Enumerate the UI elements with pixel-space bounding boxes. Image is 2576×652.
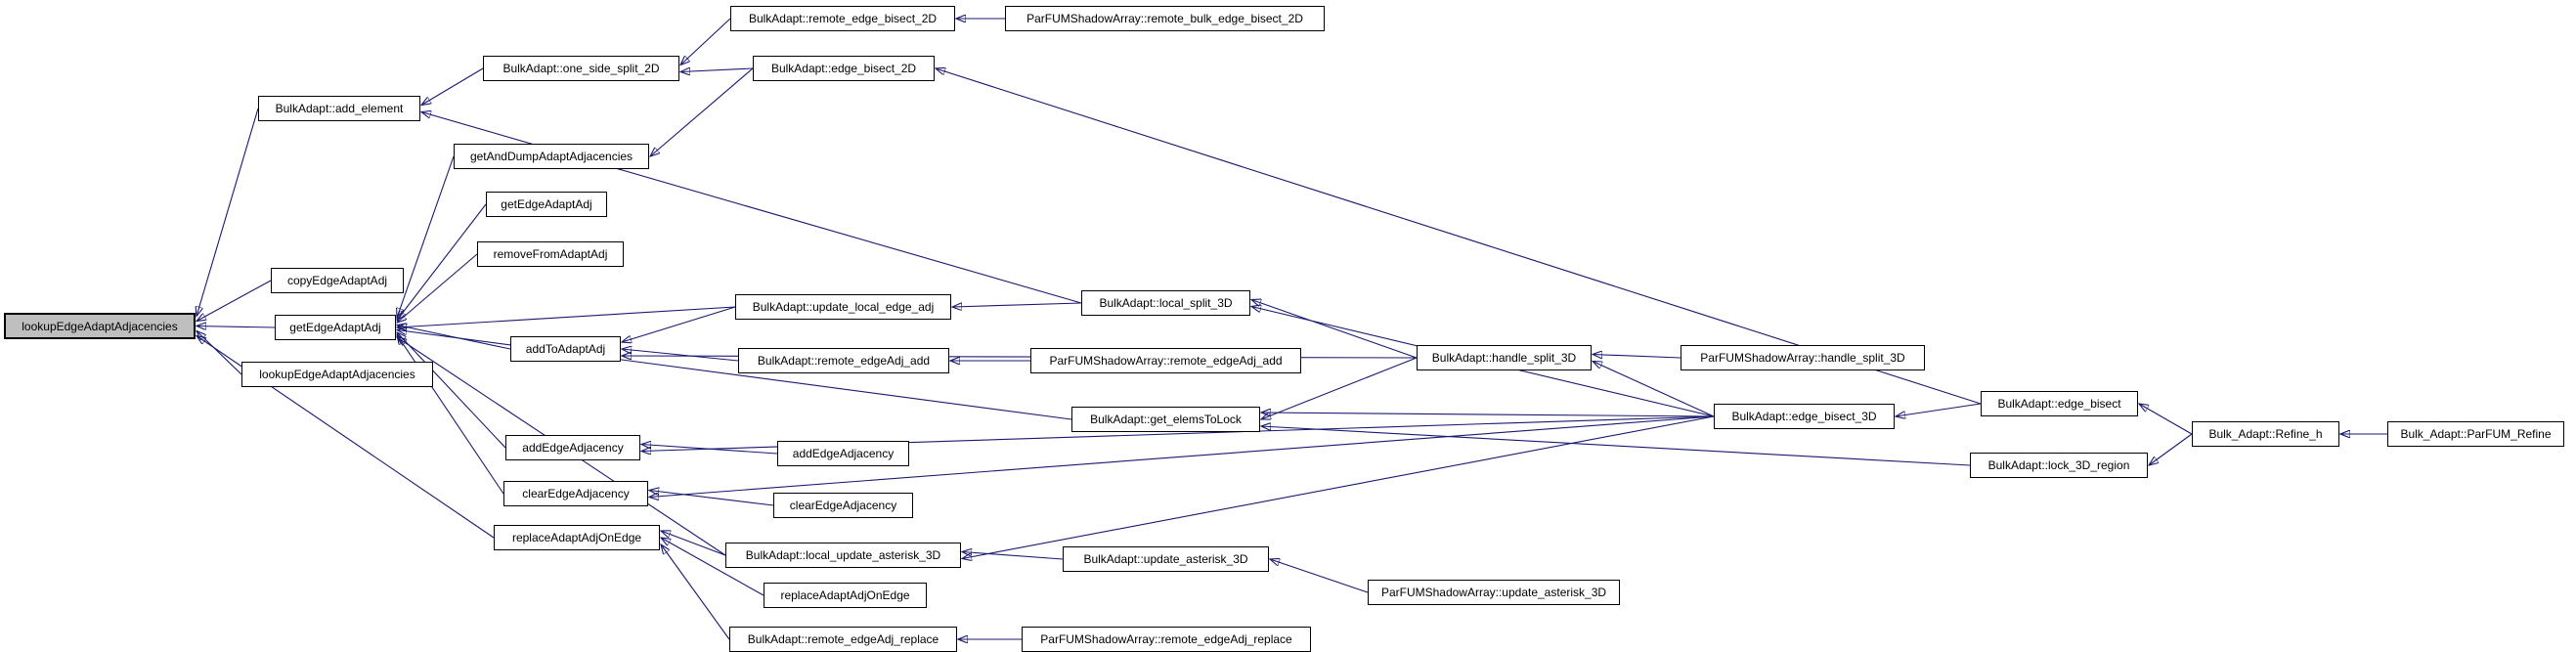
graph-node-edge_bisect[interactable]: BulkAdapt::edge_bisect <box>1981 391 2138 416</box>
graph-node-remote_eb2d[interactable]: BulkAdapt::remote_edge_bisect_2D <box>730 6 955 31</box>
graph-node-remote_edgeadj_replace[interactable]: BulkAdapt::remote_edgeAdj_replace <box>729 627 957 652</box>
call-edge-clear_edge_adjacency--get_edge_adapt_adj <box>397 335 504 495</box>
call-edge-lookup_edge_adapt_adjacencies_2--lookup_main <box>196 331 242 375</box>
graph-node-lookup_main: lookupEdgeAdaptAdjacencies <box>4 313 196 339</box>
graph-node-parfum_remote_edgeadj_add[interactable]: ParFUMShadowArray::remote_edgeAdj_add <box>1030 348 1301 373</box>
call-edge-replace_adapt_adj_on_edge--lookup_main <box>196 336 495 539</box>
call-edge-refine_h--edge_bisect <box>2139 404 2193 435</box>
graph-node-get_edge_adapt_adj[interactable]: getEdgeAdaptAdj <box>275 315 396 340</box>
graph-node-parfum_refine[interactable]: Bulk_Adapt::ParFUM_Refine <box>2387 421 2564 447</box>
call-edge-edge_bisect_2d--get_and_dump <box>650 67 754 156</box>
call-edge-handle_split_3d--local_split_3d <box>1251 300 1418 359</box>
graph-node-remote_bulk_eb2d[interactable]: ParFUMShadowArray::remote_bulk_edge_bise… <box>1005 6 1325 31</box>
graph-node-clear_edge_adjacency[interactable]: clearEdgeAdjacency <box>503 481 648 506</box>
call-edge-add_edge_adjacency--get_edge_adapt_adj <box>397 332 506 449</box>
graph-node-clear_edge_adjacency_2[interactable]: clearEdgeAdjacency <box>773 493 913 518</box>
graph-node-add_element[interactable]: BulkAdapt::add_element <box>258 96 420 121</box>
call-edge-update_asterisk_3d--local_update_asterisk_3d <box>962 552 1064 560</box>
call-edge-one_side_split_2d--add_element <box>421 67 484 106</box>
call-edge-edge_bisect--edge_bisect_3d <box>1896 403 1982 416</box>
graph-node-copy_edge_adapt_adj[interactable]: copyEdgeAdaptAdj <box>271 268 404 293</box>
graph-node-get_and_dump[interactable]: getAndDumpAdaptAdjacencies <box>454 144 649 169</box>
graph-node-refine_h[interactable]: Bulk_Adapt::Refine_h <box>2192 421 2339 447</box>
call-edge-parfum_update_asterisk_3d--update_asterisk_3d <box>1270 559 1369 593</box>
call-edge-get_and_dump--get_edge_adapt_adj <box>397 155 455 318</box>
call-edge-clear_edge_adjacency_2--clear_edge_adjacency <box>649 491 774 506</box>
graph-node-parfum_remote_edgeadj_replace[interactable]: ParFUMShadowArray::remote_edgeAdj_replac… <box>1022 627 1311 652</box>
call-edge-add_element--lookup_main <box>196 108 259 317</box>
graph-node-remote_edgeadj_add[interactable]: BulkAdapt::remote_edgeAdj_add <box>738 348 949 373</box>
call-edge-replace_adapt_adj_on_edge_2--replace_adapt_adj_on_edge <box>661 538 764 596</box>
call-edge-remote_edgeadj_replace--replace_adapt_adj_on_edge <box>661 544 730 640</box>
graph-node-handle_split_3d[interactable]: BulkAdapt::handle_split_3D <box>1417 345 1592 370</box>
graph-node-parfum_update_asterisk_3d[interactable]: ParFUMShadowArray::update_asterisk_3D <box>1368 580 1620 605</box>
graph-node-update_asterisk_3d[interactable]: BulkAdapt::update_asterisk_3D <box>1063 546 1269 572</box>
graph-node-local_split_3d[interactable]: BulkAdapt::local_split_3D <box>1081 290 1250 316</box>
call-edge-get_edge_adapt_adj_2--get_edge_adapt_adj <box>397 203 487 321</box>
call-edge-remove_from_adapt_adj--get_edge_adapt_adj <box>397 253 478 323</box>
graph-node-replace_adapt_adj_on_edge_2[interactable]: replaceAdaptAdjOnEdge <box>764 583 927 608</box>
call-edge-parfum_handle_split_3d--handle_split_3d <box>1593 355 1681 359</box>
call-edge-edge_bisect_3d--get_elems_to_lock <box>1261 413 1715 417</box>
call-edge-edge_bisect_3d--local_update_asterisk_3d <box>962 415 1715 559</box>
graph-node-lock_3d_region[interactable]: BulkAdapt::lock_3D_region <box>1970 453 2148 478</box>
call-edge-local_update_asterisk_3d--replace_adapt_adj_on_edge <box>661 531 726 556</box>
call-edge-get_edge_adapt_adj--lookup_main <box>196 326 276 328</box>
graph-node-edge_bisect_3d[interactable]: BulkAdapt::edge_bisect_3D <box>1714 404 1895 429</box>
graph-node-get_elems_to_lock[interactable]: BulkAdapt::get_elemsToLock <box>1071 407 1260 432</box>
graph-node-one_side_split_2d[interactable]: BulkAdapt::one_side_split_2D <box>483 56 679 81</box>
call-edge-local_split_3d--add_element <box>421 112 1082 304</box>
graph-node-update_local_edge_adj[interactable]: BulkAdapt::update_local_edge_adj <box>735 294 951 320</box>
call-edge-edge_bisect_3d--clear_edge_adjacency <box>649 415 1715 498</box>
graph-node-lookup_edge_adapt_adjacencies_2[interactable]: lookupEdgeAdaptAdjacencies <box>241 362 433 387</box>
graph-node-add_edge_adjacency_2[interactable]: addEdgeAdjacency <box>777 441 909 466</box>
graph-node-replace_adapt_adj_on_edge[interactable]: replaceAdaptAdjOnEdge <box>494 525 660 550</box>
graph-node-add_edge_adjacency[interactable]: addEdgeAdjacency <box>505 435 640 460</box>
call-edge-update_local_edge_adj--add_to_adapt_adj <box>622 306 736 342</box>
call-edge-handle_split_3d--add_to_adapt_adj <box>622 356 1418 358</box>
call-edge-lock_3d_region--get_elems_to_lock <box>1261 426 1971 466</box>
graph-node-add_to_adapt_adj[interactable]: addToAdaptAdj <box>510 336 621 362</box>
graph-node-local_update_asterisk_3d[interactable]: BulkAdapt::local_update_asterisk_3D <box>725 543 961 568</box>
call-edge-edge_bisect_2d--one_side_split_2d <box>680 68 754 72</box>
call-edge-remote_eb2d--one_side_split_2d <box>680 18 731 65</box>
graph-node-get_edge_adapt_adj_2[interactable]: getEdgeAdaptAdj <box>486 192 607 217</box>
call-edge-copy_edge_adapt_adj--lookup_main <box>196 280 272 322</box>
call-edge-local_split_3d--update_local_edge_adj <box>952 302 1082 307</box>
call-edge-refine_h--lock_3d_region <box>2149 433 2193 465</box>
call-edge-get_elems_to_lock--get_edge_adapt_adj <box>397 330 1072 420</box>
call-edge-remote_edgeadj_add--add_to_adapt_adj <box>622 349 739 362</box>
call-edge-update_local_edge_adj--get_edge_adapt_adj <box>397 306 736 327</box>
graph-node-edge_bisect_2d[interactable]: BulkAdapt::edge_bisect_2D <box>753 56 935 81</box>
call-edge-edge_bisect_3d--handle_split_3d <box>1593 362 1715 417</box>
call-edge-handle_split_3d--get_elems_to_lock <box>1261 357 1418 419</box>
graph-node-remove_from_adapt_adj[interactable]: removeFromAdaptAdj <box>477 241 624 267</box>
graph-node-parfum_handle_split_3d[interactable]: ParFUMShadowArray::handle_split_3D <box>1681 345 1925 370</box>
